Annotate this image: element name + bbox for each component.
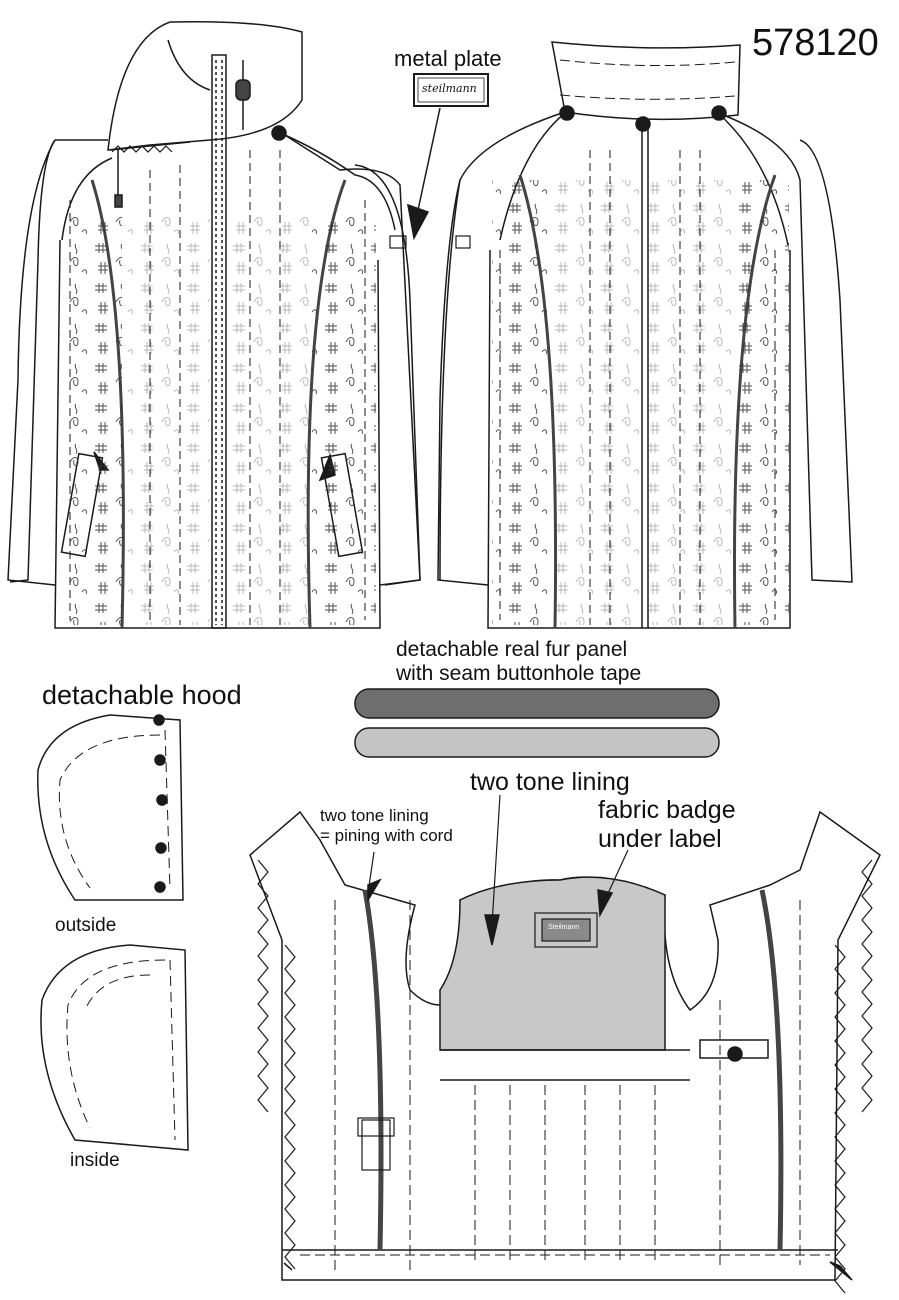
back-sleeve-plate <box>455 235 471 249</box>
front-zipper <box>211 54 227 629</box>
metal-plate-arrow <box>407 203 430 241</box>
lining-inner-pocket <box>361 1119 391 1171</box>
front-collar <box>107 20 303 151</box>
lining-pocket-button <box>727 1046 743 1062</box>
hood-inside-outline <box>40 944 189 1151</box>
lining-right-piping <box>759 889 784 1251</box>
hood-inside <box>40 944 189 1151</box>
badge-line1: fabric badge <box>598 796 736 824</box>
hood-button-4 <box>155 842 167 854</box>
fur-panel-caption: detachable real fur panel with seam butt… <box>396 638 641 686</box>
front-collar-zigzag <box>111 145 173 153</box>
lining-back-yoke <box>439 876 666 1051</box>
metal-plate-label: metal plate <box>394 46 502 71</box>
lining-waist-band <box>440 1049 690 1081</box>
piping-line2: = pining with cord <box>320 825 453 845</box>
front-view-jacket <box>7 20 421 629</box>
back-left-sleeve <box>439 179 461 581</box>
piping-caption: two tone lining = pining with cord <box>320 806 453 845</box>
front-body-outline <box>9 131 421 629</box>
hood-inside-label: inside <box>70 1150 120 1171</box>
lining-stitch-lines <box>300 900 830 1270</box>
lining-tt-arrow <box>484 914 500 946</box>
back-view-jacket <box>437 41 853 629</box>
lining-tt-leader <box>491 794 501 926</box>
fur-panels <box>354 688 720 758</box>
hood-button-5 <box>154 881 166 893</box>
front-cord-end <box>114 194 123 208</box>
hood-button-2 <box>154 754 166 766</box>
metal-plate <box>413 73 489 107</box>
metal-plate-callout <box>407 73 489 241</box>
lining-left-piping <box>362 889 384 1251</box>
front-shoulder-button <box>271 125 287 141</box>
front-zipper-teeth <box>215 60 223 625</box>
lining-left-facing-zigzag-2 <box>284 944 296 1270</box>
back-button-centre <box>635 116 651 132</box>
lining-piping-leader <box>367 851 375 894</box>
badge-line2: under label <box>598 824 722 853</box>
front-collar-fold <box>109 39 211 151</box>
lining-left-facing-zigzag <box>257 859 269 1113</box>
front-boucle-center-right <box>226 215 310 625</box>
metal-plate-brand: steilmann <box>422 82 477 95</box>
lining-right-facing-zigzag-2 <box>834 944 846 1294</box>
back-collar-stitch <box>559 59 736 100</box>
hood-inside-stitch-2 <box>84 974 151 1011</box>
front-sleeve-plate <box>389 235 407 249</box>
back-button-right <box>711 105 727 121</box>
back-button-left <box>559 105 575 121</box>
inner-label-text: Steilmann <box>548 924 580 931</box>
hood-outside-label: outside <box>55 915 117 936</box>
back-boucle-left <box>492 180 552 625</box>
inside-lining-view <box>249 794 881 1294</box>
fur-panel-line2: with seam buttonhole tape <box>396 662 642 686</box>
back-collar <box>551 41 741 121</box>
hood-inside-stitch <box>66 959 176 1141</box>
lining-badge-arrow <box>597 889 614 918</box>
lining-inner-label-outer <box>534 912 598 948</box>
lining-hem-markers <box>283 1261 853 1281</box>
front-left-sleeve <box>7 139 56 586</box>
lining-inner-label <box>541 918 591 942</box>
hood-title: detachable hood <box>42 680 242 710</box>
lining-title: two tone lining <box>470 768 630 796</box>
front-boucle-center <box>125 215 210 625</box>
hood-outside-outline <box>37 714 184 901</box>
back-body-outline <box>437 111 853 629</box>
badge-caption: fabric badge under label <box>598 796 736 854</box>
hood-outside <box>37 714 184 901</box>
fur-panel-light <box>354 727 720 758</box>
fur-panel-line1: detachable real fur panel <box>396 638 628 661</box>
front-boucle-left <box>62 215 122 625</box>
hood-outside-stitch <box>58 729 171 891</box>
piping-line1: two tone lining <box>320 806 429 825</box>
back-boucle-center <box>555 180 735 625</box>
hood-button-1 <box>153 714 165 726</box>
article-number: 578120 <box>752 22 879 64</box>
front-right-sleeve <box>354 164 421 586</box>
lining-right-facing-zigzag <box>861 859 873 1113</box>
front-yoke-seam <box>277 131 396 231</box>
fur-panel-dark <box>354 688 720 719</box>
lining-inner-pocket-flap <box>357 1117 395 1137</box>
front-boucle-right <box>312 215 376 625</box>
front-cord-stopper <box>235 79 251 101</box>
hood-button-3 <box>156 794 168 806</box>
back-boucle-right <box>737 180 789 625</box>
metal-plate-leader <box>417 107 441 211</box>
